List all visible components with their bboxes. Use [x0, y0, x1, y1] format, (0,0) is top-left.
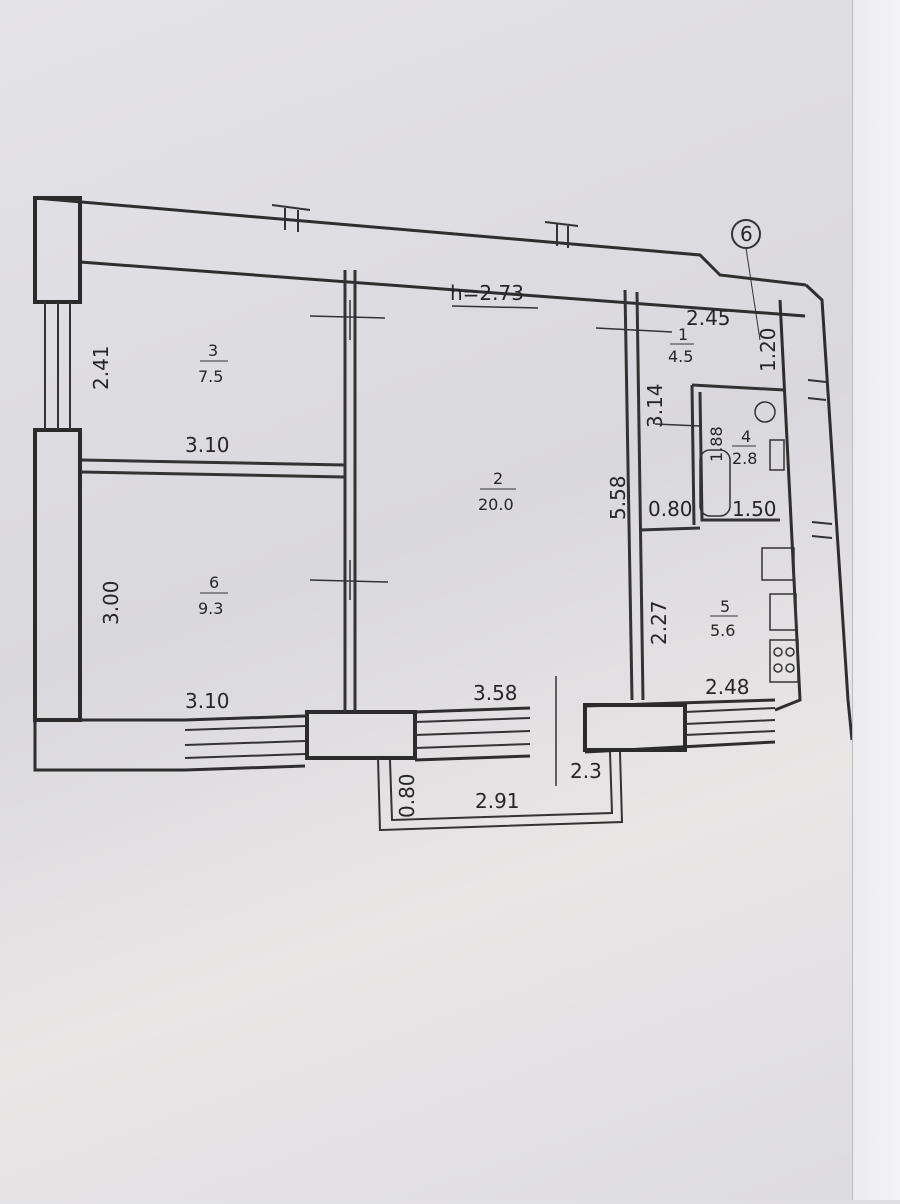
stove-burner [773, 663, 783, 673]
partition-3-2 [343, 270, 357, 470]
dim-hall-height: 3.14 [643, 383, 667, 428]
wall-mark [811, 521, 833, 539]
room-6-number: 6 [209, 573, 219, 592]
sink [769, 439, 785, 471]
dim-hall-top: 2.45 [686, 306, 731, 330]
partition-3-6 [81, 458, 346, 479]
dim-balcony-width: 2.91 [475, 789, 520, 813]
left-pier-bottom [33, 428, 82, 722]
door-room6 [309, 560, 389, 600]
room-2-area: 20.0 [478, 495, 514, 514]
grid-axis-line [745, 247, 761, 341]
dim-bath-door: 0.80 [648, 497, 693, 521]
room-5-area: 5.6 [710, 621, 735, 640]
outer-wall-right [804, 283, 854, 741]
room-2-number: 2 [493, 469, 503, 488]
kitchen-sink [761, 547, 795, 581]
stove-burner [785, 663, 795, 673]
partition-6-2 [343, 470, 357, 712]
room-1-number: 1 [678, 325, 688, 344]
inner-wall-top [79, 260, 806, 318]
ceiling-height-underline [451, 305, 539, 309]
axis-marker: 6 [740, 222, 753, 246]
toilet [754, 401, 776, 423]
dim-balcony-area: 2.3 [570, 759, 602, 783]
bathtub [699, 449, 731, 517]
dim-balcony-depth: 0.80 [395, 773, 419, 818]
room-4-area: 2.8 [732, 449, 757, 468]
kitchen-counter [769, 593, 797, 631]
stove-burner [773, 647, 783, 657]
dim-room2-height: 5.58 [606, 475, 630, 520]
dim-kitchen-width: 2.48 [705, 675, 750, 699]
window-room2 [414, 717, 531, 749]
dim-bath-height: 1.88 [707, 426, 726, 462]
window-room6 [184, 725, 306, 759]
outer-wall-top [34, 196, 807, 287]
dim-kitchen-height: 2.27 [647, 600, 671, 645]
ceiling-height-label: h=2.73 [450, 281, 524, 305]
paper-edge [852, 0, 900, 1200]
dim-hall-right: 1.20 [756, 327, 780, 372]
room-3-area: 7.5 [198, 367, 223, 386]
room-1-area: 4.5 [668, 347, 693, 366]
wall-mark [271, 204, 311, 232]
door-room3 [309, 300, 386, 340]
dim-room3-width: 3.10 [185, 433, 230, 457]
room-6-area: 9.3 [198, 599, 223, 618]
room-3-number: 3 [208, 341, 218, 360]
inner-wall-right [774, 299, 802, 712]
door-hall [595, 327, 673, 333]
room-5-number: 5 [720, 597, 730, 616]
dim-room6-height: 3.00 [99, 580, 123, 625]
partition-2-hall [623, 289, 645, 701]
bottom-pier-2 [583, 703, 687, 752]
balcony [377, 751, 624, 832]
wall-mark [544, 221, 579, 248]
wall-mark [807, 379, 827, 401]
dim-room6-width: 3.10 [185, 689, 230, 713]
window-left [44, 302, 71, 430]
partition-kitchen-top [639, 526, 701, 532]
dim-room3-height: 2.41 [89, 345, 113, 390]
bath-walls [690, 383, 786, 526]
dim-bath-width: 1.50 [732, 497, 777, 521]
left-pier-top [33, 196, 82, 304]
door-bath [654, 423, 701, 427]
stove [769, 639, 799, 683]
dim-room2-width: 3.58 [473, 681, 518, 705]
room-4-number: 4 [741, 427, 751, 446]
window-kitchen [684, 707, 776, 736]
outer-wall-left [33, 198, 185, 772]
inner-wall-left [78, 262, 185, 722]
bottom-pier-1 [305, 710, 417, 760]
stove-burner [785, 647, 795, 657]
